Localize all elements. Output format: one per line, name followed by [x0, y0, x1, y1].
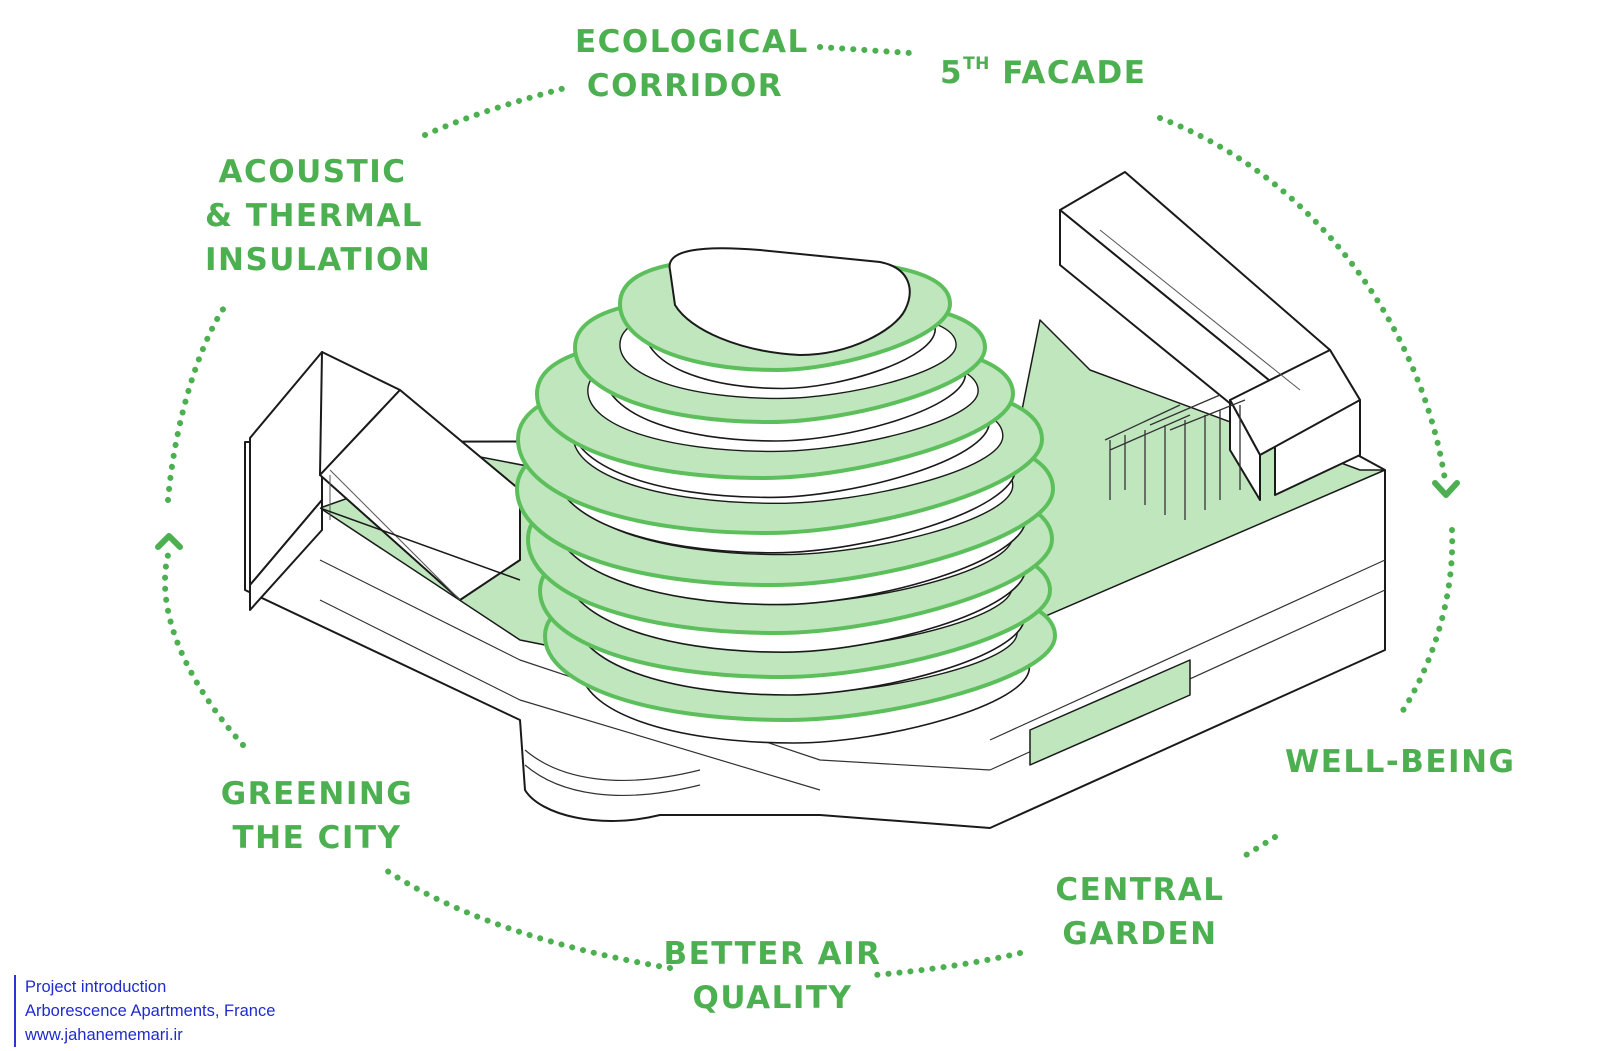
dotted-arrow-ecological-to-facade [817, 44, 913, 56]
label-line: ACOUSTIC [218, 154, 407, 190]
dotted-cycle-arrows [162, 44, 1456, 978]
dotted-arrow-acoustic-up [165, 299, 231, 503]
dotted-arrow-wellbeing-down [1397, 527, 1456, 718]
label-line: INSULATION [205, 242, 432, 278]
label-word: FACADE [1002, 55, 1147, 91]
label-better-air-quality: BETTER AIR QUALITY [660, 932, 885, 1020]
pergola [1104, 394, 1246, 520]
label-line: BETTER AIR [663, 936, 882, 972]
label-fifth-facade: 5TH FACADE [940, 42, 1145, 95]
dotted-arrow-wellbeing-to-garden [1235, 834, 1278, 863]
terraced-tower [514, 247, 1058, 744]
label-ecological-corridor: ECOLOGICAL CORRIDOR [575, 20, 809, 108]
dotted-arrow-garden-to-air [872, 950, 1023, 978]
label-well-being: WELL-BEING [1285, 740, 1516, 784]
label-line: & THERMAL [205, 198, 424, 234]
left-gable-house [249, 351, 521, 611]
label-line: CORRIDOR [586, 68, 784, 104]
credit-line-project: Project introduction [25, 978, 167, 996]
label-line: THE CITY [232, 820, 402, 856]
label-line: QUALITY [692, 980, 853, 1016]
label-line: ECOLOGICAL [575, 24, 809, 60]
label-superscript: TH [963, 54, 990, 74]
label-line: WELL-BEING [1285, 744, 1516, 780]
credit-link-website[interactable]: www.jahanememari.ir [25, 1026, 183, 1044]
label-line: GREENING [220, 776, 414, 812]
dotted-arrow-facade-to-wellbeing [1157, 115, 1448, 483]
tower-roof [668, 247, 911, 357]
right-gable-house [1059, 171, 1361, 501]
label-acoustic-thermal-insulation: ACOUSTIC & THERMAL INSULATION [205, 150, 432, 282]
label-number: 5 [940, 55, 964, 91]
credit-block: Project introduction Arborescence Apartm… [14, 975, 275, 1047]
label-line: CENTRAL [1055, 872, 1225, 908]
label-line: GARDEN [1062, 916, 1218, 952]
arrowhead-down-icon [1432, 480, 1460, 498]
dotted-arrow-air-to-greening [377, 863, 673, 971]
credit-line-title: Arborescence Apartments, France [25, 1002, 276, 1020]
dotted-arrow-greening-to-acoustic [162, 552, 246, 748]
label-greening-the-city: GREENING THE CITY [212, 772, 422, 860]
dotted-arrow-acoustic-to-ecological [422, 85, 568, 138]
arrowhead-up-icon [155, 533, 183, 550]
label-central-garden: CENTRAL GARDEN [1040, 868, 1240, 956]
